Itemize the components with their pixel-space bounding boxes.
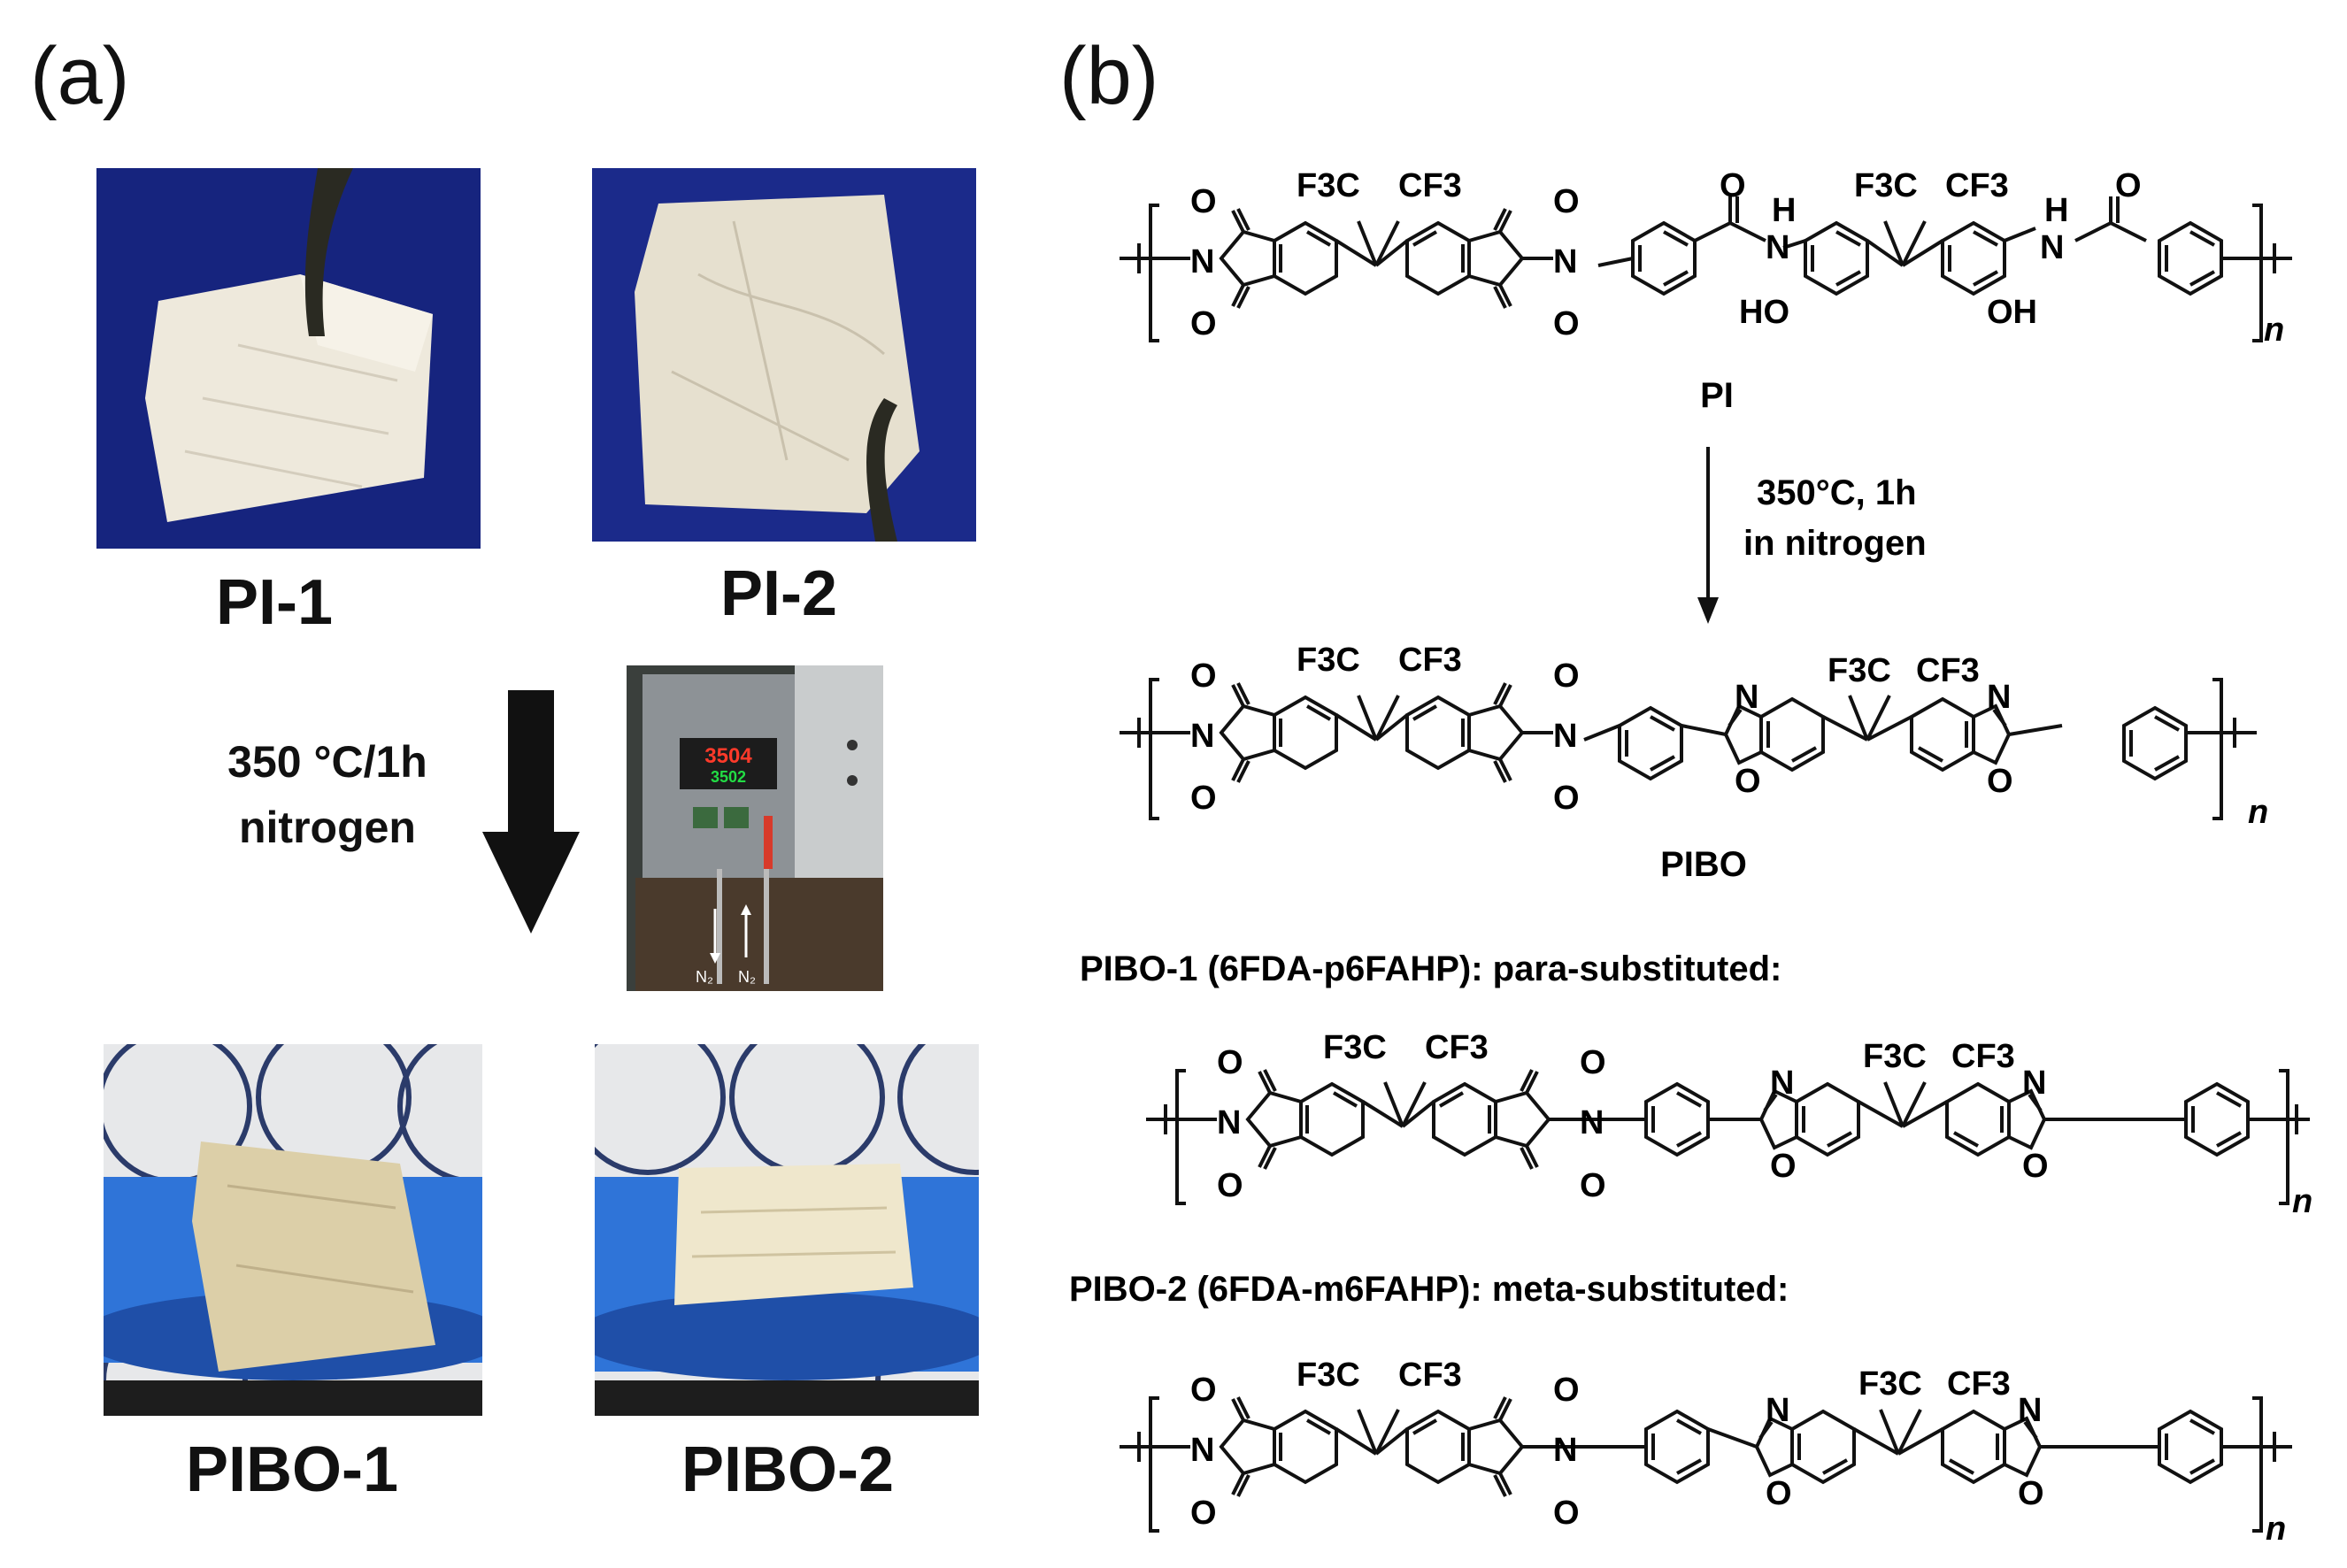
atom-n: N: [1190, 243, 1214, 281]
pibo1-caption: PIBO-1: [185, 1434, 399, 1505]
pibo2-photo: [595, 1044, 979, 1416]
gas-label-left: N₂: [696, 968, 713, 986]
atom-o: O: [1553, 657, 1580, 695]
repeat-n: n: [2264, 311, 2284, 349]
atom-cf3: CF3: [1916, 652, 1980, 689]
atom-n: N: [1553, 243, 1577, 281]
atom-n: N: [2018, 1392, 2042, 1429]
pibo1-title: PIBO-1 (6FDA-p6FAHP): para-substituted:: [1080, 949, 1781, 988]
atom-n: N: [1190, 1432, 1214, 1469]
atom-n: N: [1553, 718, 1577, 755]
pi2-photo: [592, 168, 976, 542]
pi-label: PI: [1700, 376, 1734, 415]
atom-f3c: F3C: [1323, 1029, 1387, 1066]
atom-cf3: CF3: [1951, 1038, 2015, 1075]
repeat-n: n: [2266, 1510, 2286, 1548]
pi2-caption: PI-2: [719, 558, 838, 629]
repeat-n: n: [2248, 794, 2268, 831]
atom-o: O: [1217, 1167, 1243, 1204]
panel-label-b: (b): [1059, 31, 1159, 121]
atom-o: O: [1720, 167, 1746, 204]
atom-o: O: [1735, 763, 1761, 800]
atom-f3c: F3C: [1297, 1357, 1360, 1394]
reaction-condition-2: in nitrogen: [1743, 524, 1927, 563]
atom-o: O: [1580, 1167, 1606, 1204]
furnace-display-bottom: 3502: [711, 768, 746, 786]
process-condition-line1: 350 °C/1h: [227, 737, 427, 787]
atom-o: O: [2018, 1475, 2044, 1512]
atom-cf3: CF3: [1398, 167, 1462, 204]
atom-o: O: [1190, 305, 1217, 342]
process-condition-line2: nitrogen: [239, 803, 416, 852]
atom-o: O: [2115, 167, 2142, 204]
pibo2-title: PIBO-2 (6FDA-m6FAHP): meta-substituted:: [1069, 1270, 1789, 1309]
atom-cf3: CF3: [1425, 1029, 1489, 1066]
atom-o: O: [1190, 657, 1217, 695]
pi-structure: O O N O O N F3C CF3 O N H HO F3C CF3 N H…: [1120, 167, 2292, 349]
atom-n: N: [1735, 679, 1758, 716]
pibo1-photo: [104, 1044, 482, 1416]
atom-o: O: [1553, 183, 1580, 220]
atom-n: N: [1766, 1392, 1789, 1429]
atom-f3c: F3C: [1858, 1365, 1922, 1403]
atom-n: N: [2040, 229, 2064, 266]
atom-n: N: [1190, 718, 1214, 755]
atom-h: H: [1772, 192, 1796, 229]
panel-label-a: (a): [30, 31, 130, 121]
atom-cf3: CF3: [1947, 1365, 2011, 1403]
atom-o: O: [1766, 1475, 1792, 1512]
pibo-structure: O O N O O N F3C CF3 N O F3C CF3 N O n: [1120, 642, 2268, 831]
atom-f3c: F3C: [1297, 167, 1360, 204]
atom-n: N: [1770, 1065, 1794, 1102]
atom-n: N: [2022, 1065, 2046, 1102]
pibo-label: PIBO: [1660, 845, 1747, 884]
atom-cf3: CF3: [1398, 1357, 1462, 1394]
furnace-display-top: 3504: [704, 744, 752, 768]
atom-o: O: [1553, 1372, 1580, 1409]
atom-n: N: [1553, 1432, 1577, 1469]
reaction-condition-1: 350°C, 1h: [1757, 473, 1917, 512]
furnace-photo: 3504 3502 N₂ N₂: [627, 665, 883, 991]
repeat-n: n: [2292, 1183, 2312, 1220]
pibo2-caption: PIBO-2: [681, 1434, 895, 1505]
reaction-arrow: [1697, 447, 1719, 624]
atom-o: O: [1190, 1372, 1217, 1409]
atom-f3c: F3C: [1297, 642, 1360, 679]
atom-oh: OH: [1987, 294, 2037, 331]
atom-cf3: CF3: [1398, 642, 1462, 679]
atom-o: O: [1553, 780, 1580, 817]
atom-o: O: [1553, 1495, 1580, 1532]
atom-f3c: F3C: [1854, 167, 1918, 204]
process-arrow: [482, 690, 580, 934]
pi1-photo: [96, 168, 481, 549]
pibo2-structure: O O N O O N F3C CF3 N O F3C CF3 N O n: [1120, 1357, 2292, 1548]
pi1-caption: PI-1: [215, 567, 334, 638]
gas-label-right: N₂: [738, 968, 756, 986]
atom-n: N: [1217, 1104, 1241, 1141]
atom-o: O: [1770, 1148, 1797, 1185]
pibo1-structure: O O N O O N F3C CF3 N O F3C CF3 N O n: [1146, 1029, 2312, 1220]
atom-o: O: [2022, 1148, 2049, 1185]
atom-o: O: [1553, 305, 1580, 342]
atom-o: O: [1987, 763, 2013, 800]
atom-n: N: [1580, 1104, 1604, 1141]
atom-o: O: [1580, 1044, 1606, 1081]
atom-o: O: [1190, 1495, 1217, 1532]
atom-ho: HO: [1739, 294, 1789, 331]
atom-n: N: [1766, 229, 1789, 266]
atom-n: N: [1987, 679, 2011, 716]
atom-o: O: [1190, 183, 1217, 220]
atom-h: H: [2044, 192, 2068, 229]
atom-o: O: [1217, 1044, 1243, 1081]
atom-f3c: F3C: [1828, 652, 1891, 689]
atom-o: O: [1190, 780, 1217, 817]
atom-cf3: CF3: [1945, 167, 2009, 204]
atom-f3c: F3C: [1863, 1038, 1927, 1075]
